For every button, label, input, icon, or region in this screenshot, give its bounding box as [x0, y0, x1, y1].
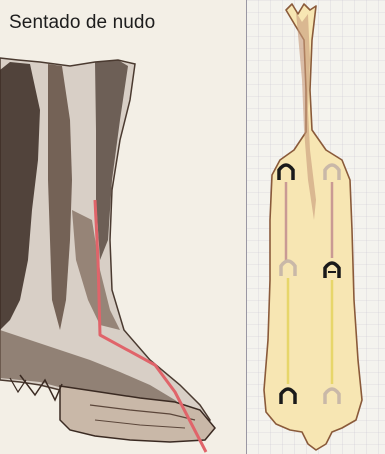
figure-title: Sentado de nudo	[9, 12, 155, 34]
leg-illustration-panel	[0, 0, 242, 454]
horse-lower-leg-illustration	[0, 0, 242, 454]
horse-track-plan-icon	[246, 0, 385, 454]
track-plan-panel	[246, 0, 385, 454]
